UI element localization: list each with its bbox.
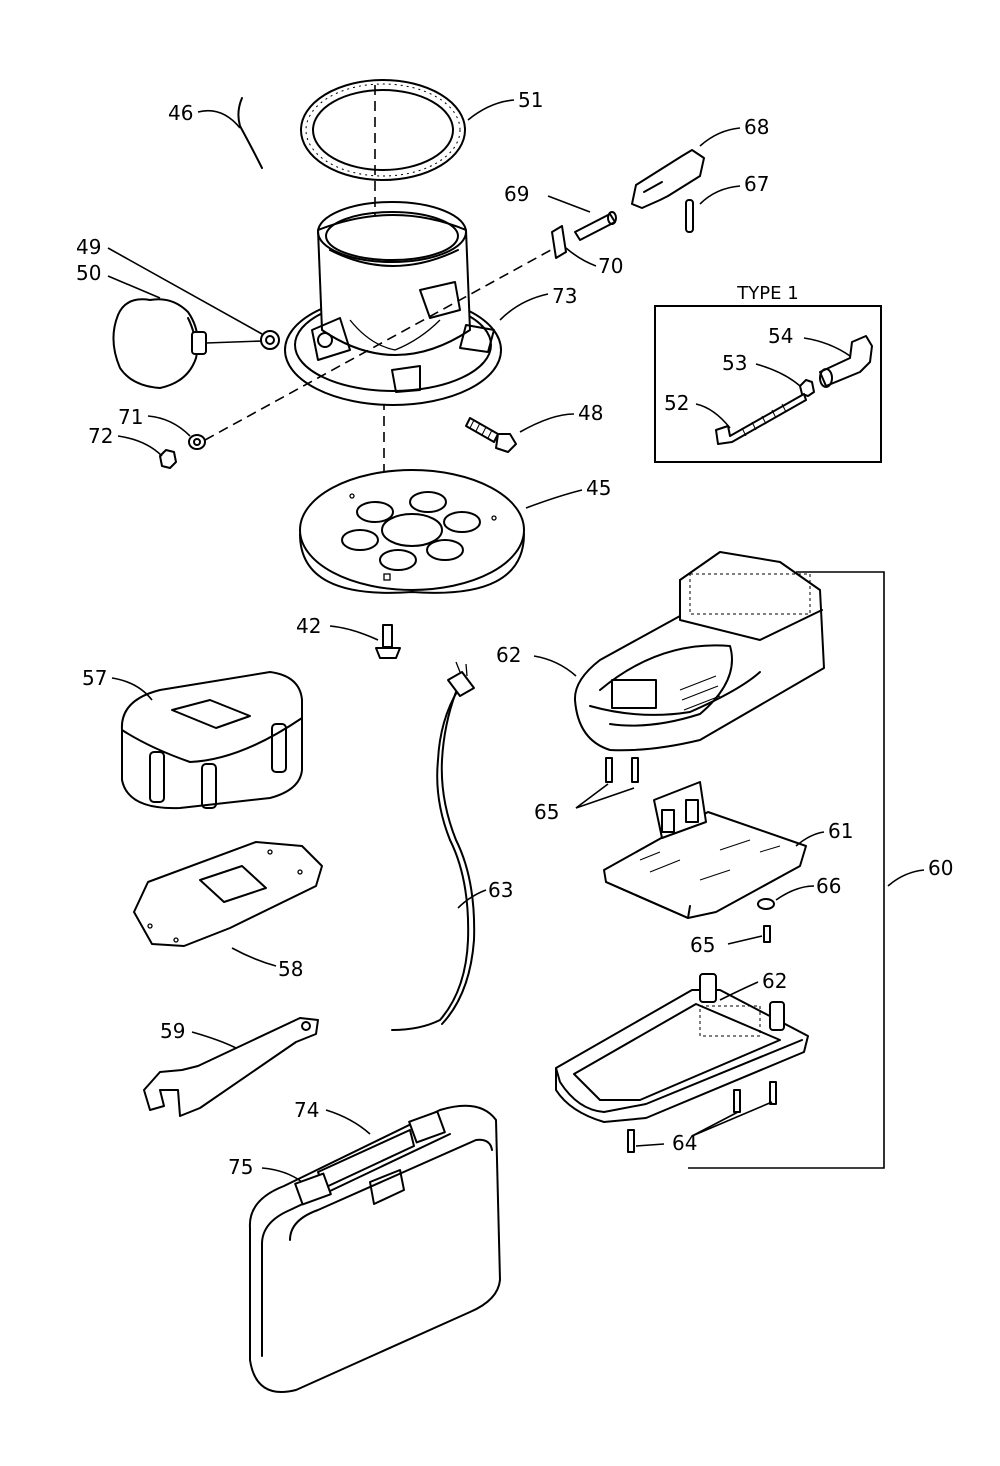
part-54-block [819,335,873,387]
callout-62-upper: 62 [496,643,521,667]
part-62-charger-top [573,551,825,752]
callout-46: 46 [168,101,193,125]
callout-51: 51 [518,88,543,112]
callout-72: 72 [88,424,113,448]
type1-inset-frame [654,305,882,463]
part-65-screws-upper [605,757,639,783]
part-74-case [248,1104,501,1393]
part-66-spacer [757,898,775,910]
callout-71: 71 [118,405,143,429]
part-51-knurled-ring [300,79,466,181]
part-46-clip [237,97,263,169]
part-61-circuit-board [603,781,807,919]
part-75-latch [294,1110,446,1206]
part-62-charger-base [555,973,809,1123]
callout-68: 68 [744,115,769,139]
part-58-plate [133,841,323,947]
callout-73: 73 [552,284,577,308]
callout-57: 57 [82,666,107,690]
callout-63: 63 [488,878,513,902]
knob-alignment-line [205,340,263,344]
callout-45: 45 [586,476,611,500]
callout-59: 59 [160,1019,185,1043]
part-57-battery [120,671,303,810]
callout-69: 69 [504,182,529,206]
part-49-washer [260,330,280,350]
part-63-cord [391,661,476,1031]
callout-65-upper: 65 [534,800,559,824]
part-42-screw [375,624,401,659]
part-72-nut [159,449,177,469]
callout-42: 42 [296,614,321,638]
leader-lines [107,99,925,1183]
group-60-bracket [688,571,885,1169]
bolt-axis [204,244,561,441]
callout-62-lower: 62 [762,969,787,993]
callout-54: 54 [768,324,793,348]
part-69-pin [574,211,617,241]
part-67-spring-pin [685,199,694,233]
callout-65-lower: 65 [690,933,715,957]
callout-58: 58 [278,957,303,981]
callout-66: 66 [816,874,841,898]
part-73-housing [284,201,502,406]
callout-50: 50 [76,261,101,285]
part-68-lever [631,149,705,209]
part-70-plate [551,225,567,259]
callout-52: 52 [664,391,689,415]
callout-67: 67 [744,172,769,196]
type1-inset-title: TYPE 1 [736,283,798,304]
part-50-knob [112,298,207,389]
callout-75: 75 [228,1155,253,1179]
callout-60: 60 [928,856,953,880]
callout-70: 70 [598,254,623,278]
part-59-wrench [143,1017,319,1117]
type1-inset: TYPE 1 [654,283,882,463]
callout-53: 53 [722,351,747,375]
part-45-base-plate [299,469,525,594]
callout-74: 74 [294,1098,319,1122]
callout-49: 49 [76,235,101,259]
part-48-bolt [465,417,517,453]
part-65-screw-lower [763,925,771,943]
callout-labels: 46 51 68 69 67 49 50 70 73 54 53 52 71 7… [76,88,953,1179]
callout-61: 61 [828,819,853,843]
part-71-washer [188,434,206,450]
callout-48: 48 [578,401,603,425]
callout-64: 64 [672,1131,697,1155]
